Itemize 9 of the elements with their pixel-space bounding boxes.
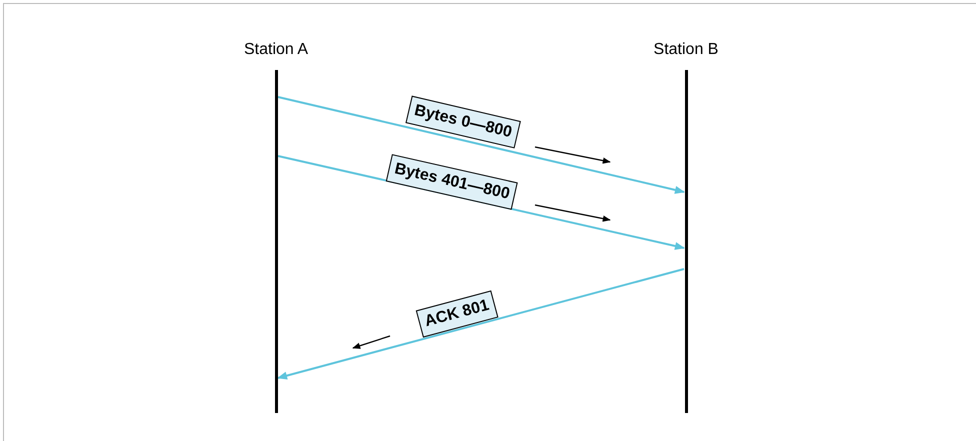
station-label: Station B — [654, 40, 718, 60]
edge-label: Bytes 401—800 — [386, 154, 518, 210]
station-label: Station A — [244, 40, 308, 60]
message-arrow — [277, 268, 684, 380]
station-timeline — [275, 70, 278, 413]
edge-label: Bytes 0—800 — [405, 96, 521, 148]
edge-label: ACK 801 — [416, 290, 498, 338]
station-timeline — [685, 70, 688, 413]
message-arrow — [278, 96, 685, 194]
